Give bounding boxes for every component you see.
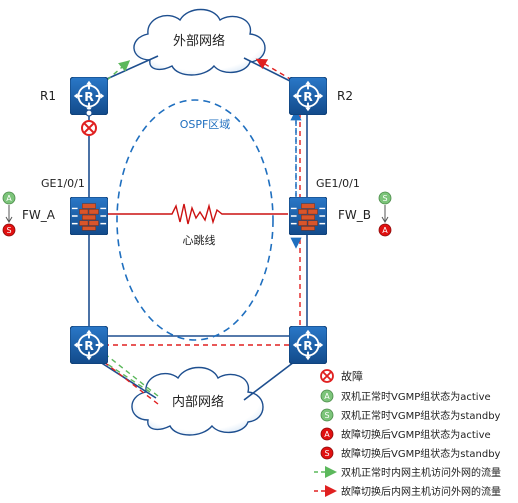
physical-links — [88, 55, 308, 401]
router-r3-icon — [70, 326, 108, 364]
fw-b-normal-marker: S — [378, 191, 392, 205]
legend-fault-text: 故障 — [341, 369, 363, 383]
legend-normal-active-marker: A — [320, 389, 334, 403]
interface-right-label: GE1/0/1 — [316, 177, 360, 190]
router-r2-label: R2 — [337, 89, 353, 103]
link-r4-internal — [243, 361, 295, 401]
legend-normal-standby-marker: S — [320, 408, 334, 422]
svg-text:A: A — [324, 392, 330, 401]
internal-network-label: 内部网络 — [172, 394, 224, 410]
legend-normal-flow-text: 双机正常时内网主机访问外网的流量 — [341, 466, 501, 479]
ospf-area-label: OSPF区域 — [180, 118, 231, 131]
fw-a-state-arrow — [5, 205, 13, 223]
router-r2-icon — [289, 77, 327, 115]
legend-failover-active-marker: A — [320, 427, 334, 441]
svg-text:A: A — [324, 430, 330, 439]
legend: 故障 A 双机正常时VGMP组状态为active S 双机正常时VGMP组状态为… — [314, 369, 501, 498]
svg-text:S: S — [382, 194, 387, 203]
legend-normal-active-text: 双机正常时VGMP组状态为active — [341, 390, 491, 403]
legend-failover-standby-marker: S — [320, 446, 334, 460]
heartbeat-label: 心跳线 — [183, 233, 216, 247]
legend-fault-icon — [320, 369, 334, 383]
legend-failover-flow-text: 故障切换后内网主机访问外网的流量 — [341, 485, 501, 498]
fw-a-failover-marker: S — [2, 223, 16, 237]
fw-b-state-arrow — [381, 205, 389, 223]
failover-traffic-path — [103, 58, 301, 405]
ospf-area-ellipse — [116, 99, 274, 341]
firewall-fw-b-icon — [289, 197, 327, 235]
external-network-label: 外部网络 — [173, 33, 225, 49]
router-r4-icon — [289, 326, 327, 364]
internal-network-cloud — [131, 366, 264, 436]
r1-interface-dot — [85, 109, 93, 117]
svg-text:A: A — [6, 194, 12, 203]
legend-failover-standby-text: 故障切换后VGMP组状态为standby — [341, 447, 501, 460]
link-r2-external — [243, 57, 293, 83]
svg-text:S: S — [324, 449, 329, 458]
fw-b-label: FW_B — [338, 208, 371, 222]
fw-b-failover-marker: A — [378, 223, 392, 237]
normal-traffic-path — [97, 60, 159, 397]
fault-icon — [81, 120, 97, 136]
external-network-cloud — [133, 8, 266, 76]
interface-left-label: GE1/0/1 — [41, 177, 85, 190]
legend-failover-active-text: 故障切换后VGMP组状态为active — [341, 428, 491, 441]
firewall-fw-a-icon — [70, 197, 108, 235]
svg-text:S: S — [324, 411, 329, 420]
router-r1-label: R1 — [40, 89, 56, 103]
legend-normal-standby-text: 双机正常时VGMP组状态为standby — [341, 409, 501, 422]
fw-a-label: FW_A — [22, 208, 56, 222]
fw-a-normal-marker: A — [2, 191, 16, 205]
heartbeat-line — [107, 203, 288, 225]
svg-text:A: A — [382, 226, 388, 235]
svg-text:S: S — [6, 226, 11, 235]
router-r1-icon — [70, 77, 108, 115]
